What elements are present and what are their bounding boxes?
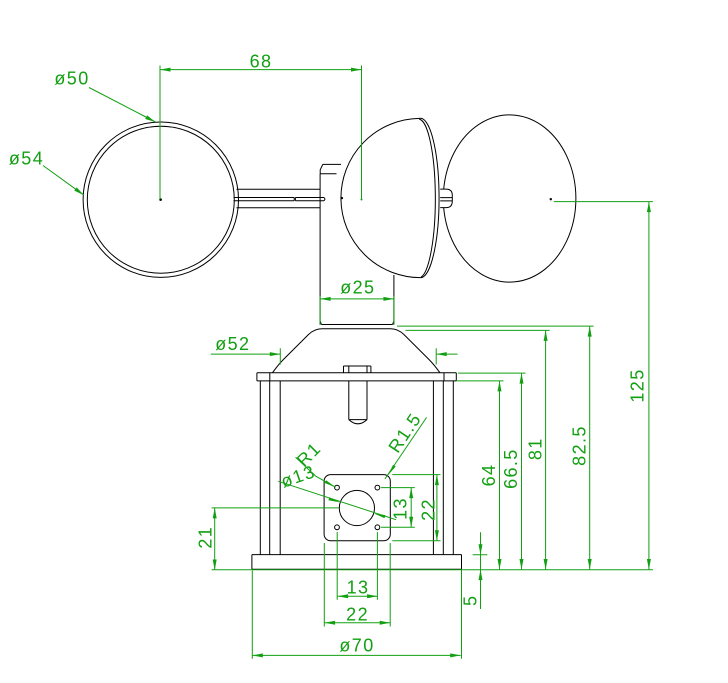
svg-text:22: 22 — [419, 498, 439, 521]
svg-text:13: 13 — [347, 578, 370, 598]
svg-text:125: 125 — [628, 368, 648, 402]
svg-text:21: 21 — [196, 526, 216, 549]
svg-text:5: 5 — [461, 595, 481, 606]
svg-text:R1.5: R1.5 — [384, 409, 425, 456]
svg-text:ø50: ø50 — [54, 69, 89, 89]
svg-text:13: 13 — [391, 497, 411, 520]
svg-text:ø13: ø13 — [278, 461, 318, 491]
svg-text:81: 81 — [526, 437, 546, 460]
svg-text:ø54: ø54 — [9, 149, 44, 169]
svg-text:68: 68 — [250, 52, 273, 72]
svg-text:82.5: 82.5 — [570, 425, 590, 466]
svg-text:22: 22 — [346, 605, 369, 625]
svg-text:ø25: ø25 — [340, 278, 375, 298]
svg-text:ø52: ø52 — [215, 334, 250, 354]
svg-text:66.5: 66.5 — [501, 448, 521, 489]
svg-text:64: 64 — [479, 464, 499, 487]
svg-text:ø70: ø70 — [339, 636, 374, 656]
